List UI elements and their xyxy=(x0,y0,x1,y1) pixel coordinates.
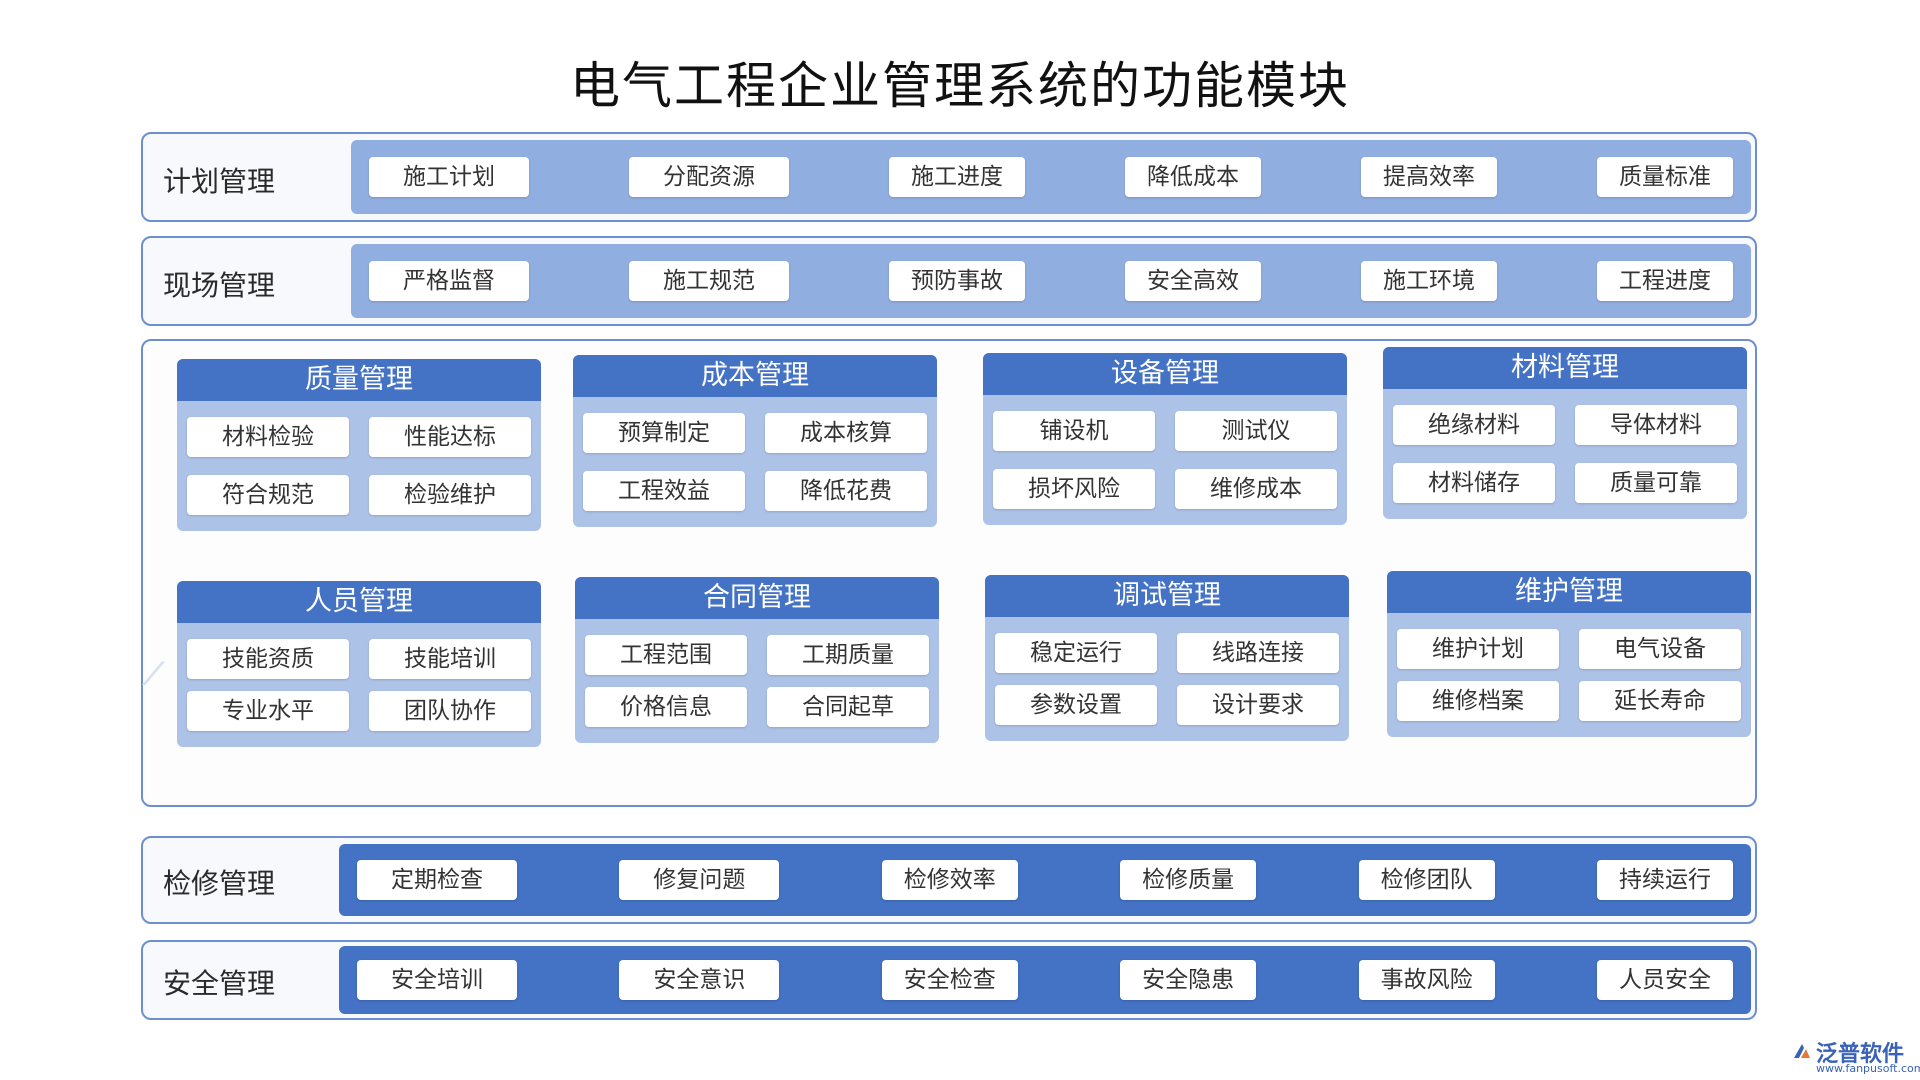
row-items-band: 施工计划 分配资源 施工进度 降低成本 提高效率 质量标准 xyxy=(351,140,1751,214)
modules-panel: ⟋ 质量管理 材料检验 性能达标 符合规范 检验维护 成本管理 预算制定 成本核… xyxy=(141,339,1757,807)
card-title: 材料管理 xyxy=(1383,347,1747,389)
item-pill: 绝缘材料 xyxy=(1393,405,1555,445)
module-card: 人员管理 技能资质 技能培训 专业水平 团队协作 xyxy=(177,581,541,747)
item-pill: 电气设备 xyxy=(1579,629,1741,669)
card-title: 人员管理 xyxy=(177,581,541,623)
item-pill: 预防事故 xyxy=(889,261,1025,301)
item-pill: 团队协作 xyxy=(369,691,531,731)
item-pill: 安全高效 xyxy=(1125,261,1261,301)
item-pill: 专业水平 xyxy=(187,691,349,731)
item-pill: 定期检查 xyxy=(357,860,517,900)
item-pill: 提高效率 xyxy=(1361,157,1497,197)
card-title: 设备管理 xyxy=(983,353,1347,395)
item-pill: 设计要求 xyxy=(1177,685,1339,725)
row-maintenance-management: 检修管理 定期检查 修复问题 检修效率 检修质量 检修团队 持续运行 xyxy=(141,836,1757,924)
module-card: 成本管理 预算制定 成本核算 工程效益 降低花费 xyxy=(573,355,937,527)
module-card: 设备管理 铺设机 测试仪 损坏风险 维修成本 xyxy=(983,353,1347,525)
item-pill: 铺设机 xyxy=(993,411,1155,451)
logo-url: www.fanpusoft.com xyxy=(1816,1062,1920,1075)
item-pill: 质量可靠 xyxy=(1575,463,1737,503)
card-title: 调试管理 xyxy=(985,575,1349,617)
item-pill: 技能资质 xyxy=(187,639,349,679)
card-title: 成本管理 xyxy=(573,355,937,397)
module-card: 质量管理 材料检验 性能达标 符合规范 检验维护 xyxy=(177,359,541,531)
item-pill: 合同起草 xyxy=(767,687,929,727)
item-pill: 检修效率 xyxy=(881,860,1018,900)
item-pill: 安全隐患 xyxy=(1120,960,1257,1000)
item-pill: 材料检验 xyxy=(187,417,349,457)
item-pill: 测试仪 xyxy=(1175,411,1337,451)
item-pill: 线路连接 xyxy=(1177,633,1339,673)
item-pill: 工期质量 xyxy=(767,635,929,675)
row-items-band: 安全培训 安全意识 安全检查 安全隐患 事故风险 人员安全 xyxy=(339,946,1751,1014)
module-card: 材料管理 绝缘材料 导体材料 材料储存 质量可靠 xyxy=(1383,347,1747,519)
logo-text: 泛普软件 xyxy=(1816,1042,1905,1067)
item-pill: 修复问题 xyxy=(619,860,780,900)
item-pill: 技能培训 xyxy=(369,639,531,679)
item-pill: 预算制定 xyxy=(583,413,745,453)
item-pill: 降低成本 xyxy=(1125,157,1261,197)
item-pill: 损坏风险 xyxy=(993,469,1155,509)
item-pill: 工程进度 xyxy=(1597,261,1733,301)
item-pill: 工程效益 xyxy=(583,471,745,511)
item-pill: 检验维护 xyxy=(369,475,531,515)
item-pill: 材料储存 xyxy=(1393,463,1555,503)
item-pill: 安全培训 xyxy=(357,960,517,1000)
item-pill: 质量标准 xyxy=(1597,157,1733,197)
item-pill: 检修团队 xyxy=(1358,860,1495,900)
item-pill: 施工环境 xyxy=(1361,261,1497,301)
item-pill: 施工进度 xyxy=(889,157,1025,197)
item-pill: 工程范围 xyxy=(585,635,747,675)
row-items-band: 定期检查 修复问题 检修效率 检修质量 检修团队 持续运行 xyxy=(339,844,1751,916)
row-label: 计划管理 xyxy=(163,165,276,198)
module-card: 调试管理 稳定运行 线路连接 参数设置 设计要求 xyxy=(985,575,1349,741)
item-pill: 延长寿命 xyxy=(1579,681,1741,721)
item-pill: 施工计划 xyxy=(369,157,529,197)
item-pill: 符合规范 xyxy=(187,475,349,515)
item-pill: 导体材料 xyxy=(1575,405,1737,445)
item-pill: 降低花费 xyxy=(765,471,927,511)
row-site-management: 现场管理 严格监督 施工规范 预防事故 安全高效 施工环境 工程进度 xyxy=(141,236,1757,326)
item-pill: 性能达标 xyxy=(369,417,531,457)
item-pill: 稳定运行 xyxy=(995,633,1157,673)
row-label: 安全管理 xyxy=(163,967,276,1000)
item-pill: 施工规范 xyxy=(629,261,789,301)
item-pill: 安全意识 xyxy=(619,960,780,1000)
page-title: 电气工程企业管理系统的功能模块 xyxy=(570,57,1350,115)
logo-icon xyxy=(1794,1044,1810,1058)
item-pill: 价格信息 xyxy=(585,687,747,727)
item-pill: 严格监督 xyxy=(369,261,529,301)
item-pill: 安全检查 xyxy=(881,960,1018,1000)
card-title: 合同管理 xyxy=(575,577,939,619)
item-pill: 维修档案 xyxy=(1397,681,1559,721)
row-safety-management: 安全管理 安全培训 安全意识 安全检查 安全隐患 事故风险 人员安全 xyxy=(141,940,1757,1020)
module-card: 维护管理 维护计划 电气设备 维修档案 延长寿命 xyxy=(1387,571,1751,737)
item-pill: 持续运行 xyxy=(1596,860,1733,900)
brand-logo: 泛普软件 www.fanpusoft.com xyxy=(1790,1036,1920,1076)
item-pill: 分配资源 xyxy=(629,157,789,197)
item-pill: 检修质量 xyxy=(1120,860,1257,900)
watermark-icon: ⟋ xyxy=(143,657,164,692)
row-items-band: 严格监督 施工规范 预防事故 安全高效 施工环境 工程进度 xyxy=(351,244,1751,318)
item-pill: 参数设置 xyxy=(995,685,1157,725)
item-pill: 人员安全 xyxy=(1596,960,1733,1000)
module-card: 合同管理 工程范围 工期质量 价格信息 合同起草 xyxy=(575,577,939,743)
item-pill: 维修成本 xyxy=(1175,469,1337,509)
card-title: 维护管理 xyxy=(1387,571,1751,613)
row-label: 现场管理 xyxy=(163,269,276,302)
item-pill: 成本核算 xyxy=(765,413,927,453)
card-title: 质量管理 xyxy=(177,359,541,401)
row-label: 检修管理 xyxy=(163,867,276,900)
item-pill: 事故风险 xyxy=(1358,960,1495,1000)
row-plan-management: 计划管理 施工计划 分配资源 施工进度 降低成本 提高效率 质量标准 xyxy=(141,132,1757,222)
item-pill: 维护计划 xyxy=(1397,629,1559,669)
